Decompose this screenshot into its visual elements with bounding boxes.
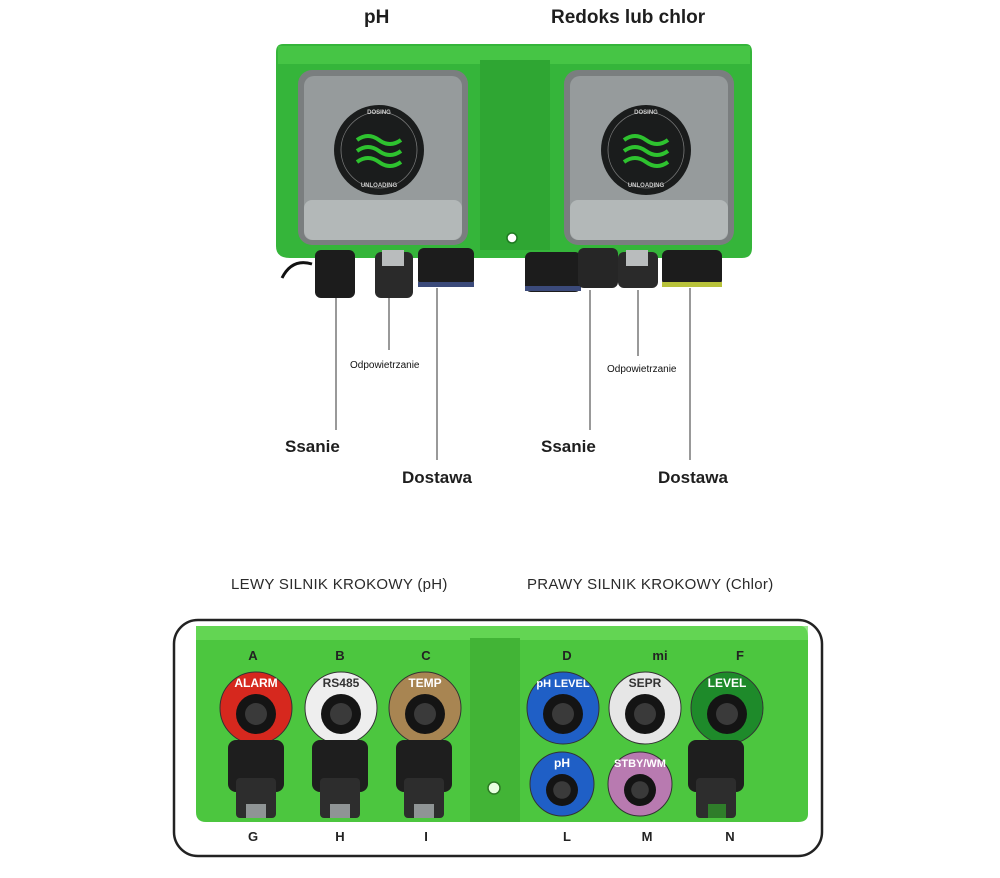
lower-glands xyxy=(228,740,744,818)
right-dial-top-text: DOSING xyxy=(634,110,658,116)
port-letter-a: A xyxy=(248,648,258,663)
connector-6-pin-face xyxy=(716,703,738,725)
left-dial-top-text: DOSING xyxy=(367,110,391,116)
pump-illustration xyxy=(276,44,752,460)
left-fittings xyxy=(280,248,474,298)
left-pump-head xyxy=(298,70,468,245)
connector-5-label: SEPR xyxy=(629,676,662,690)
callout-lines xyxy=(335,288,691,460)
right-motor-heading: PRAWY SILNIK KROKOWY (Chlor) xyxy=(527,576,774,593)
ph-pump-title: pH xyxy=(364,7,390,28)
lower-connector-1-pin-face xyxy=(553,781,571,799)
port-letter-d: D xyxy=(562,648,572,663)
connector-3-pin-face xyxy=(414,703,436,725)
port-letter-n: N xyxy=(725,829,735,844)
port-letter-e: mi xyxy=(652,648,668,663)
left-dial-bottom-text: UNLOADING xyxy=(360,183,398,189)
pump-body-divider xyxy=(480,60,550,250)
connector-1: ALARM xyxy=(219,671,293,745)
right-suction-label: Ssanie xyxy=(541,437,596,456)
connector-3: TEMP xyxy=(388,671,462,745)
connector-6: LEVEL xyxy=(690,671,764,745)
connector-4-label: pH LEVEL xyxy=(536,678,589,690)
left-suction-label: Ssanie xyxy=(285,437,340,456)
connector-1-label: ALARM xyxy=(234,676,277,690)
connector-4: pH LEVEL xyxy=(526,671,600,745)
right-pump-head xyxy=(564,70,734,245)
port-letter-b: B xyxy=(335,648,345,663)
pump-body-highlight xyxy=(278,46,750,64)
port-letter-c: C xyxy=(421,648,431,663)
connector-5-pin-face xyxy=(634,703,656,725)
left-vent-label: Odpowietrzanie xyxy=(350,360,420,371)
connector-2-pin-face xyxy=(330,703,352,725)
port-letter-i: I xyxy=(424,829,428,844)
connector-3-label: TEMP xyxy=(408,676,441,690)
connector-2: RS485 xyxy=(304,671,378,745)
right-dial-bottom-text: UNLOADING xyxy=(627,183,665,189)
mount-hole xyxy=(506,232,518,244)
panel-mount-hole xyxy=(487,781,501,795)
connector-1-pin-face xyxy=(245,703,267,725)
lower-connector-1-label: pH xyxy=(554,756,570,770)
left-motor-heading: LEWY SILNIK KROKOWY (pH) xyxy=(231,576,448,593)
port-letter-m: M xyxy=(641,829,653,844)
connector-panel: ALARM RS485 TEMP pH LEVEL SEPR LEVEL pH STBY/WM xyxy=(172,618,824,858)
right-fittings xyxy=(525,248,722,292)
port-letter-h: H xyxy=(335,829,345,844)
connector-2-label: RS485 xyxy=(323,676,360,690)
connector-5: SEPR xyxy=(608,671,682,745)
redox-pump-title: Redoks lub chlor xyxy=(551,7,706,28)
port-letter-g: G xyxy=(247,829,259,844)
connector-4-pin-face xyxy=(552,703,574,725)
port-letter-f: F xyxy=(736,648,744,663)
lower-connector-2-pin-face xyxy=(631,781,649,799)
lower-connector-2: STBY/WM xyxy=(607,751,673,817)
port-letter-l: L xyxy=(563,829,571,844)
lower-connector-2-label: STBY/WM xyxy=(614,758,666,770)
lower-connector-1: pH xyxy=(529,751,595,817)
right-delivery-label: Dostawa xyxy=(658,468,728,487)
connector-6-label: LEVEL xyxy=(708,676,747,690)
right-vent-label: Odpowietrzanie xyxy=(607,364,677,375)
left-delivery-label: Dostawa xyxy=(402,468,472,487)
